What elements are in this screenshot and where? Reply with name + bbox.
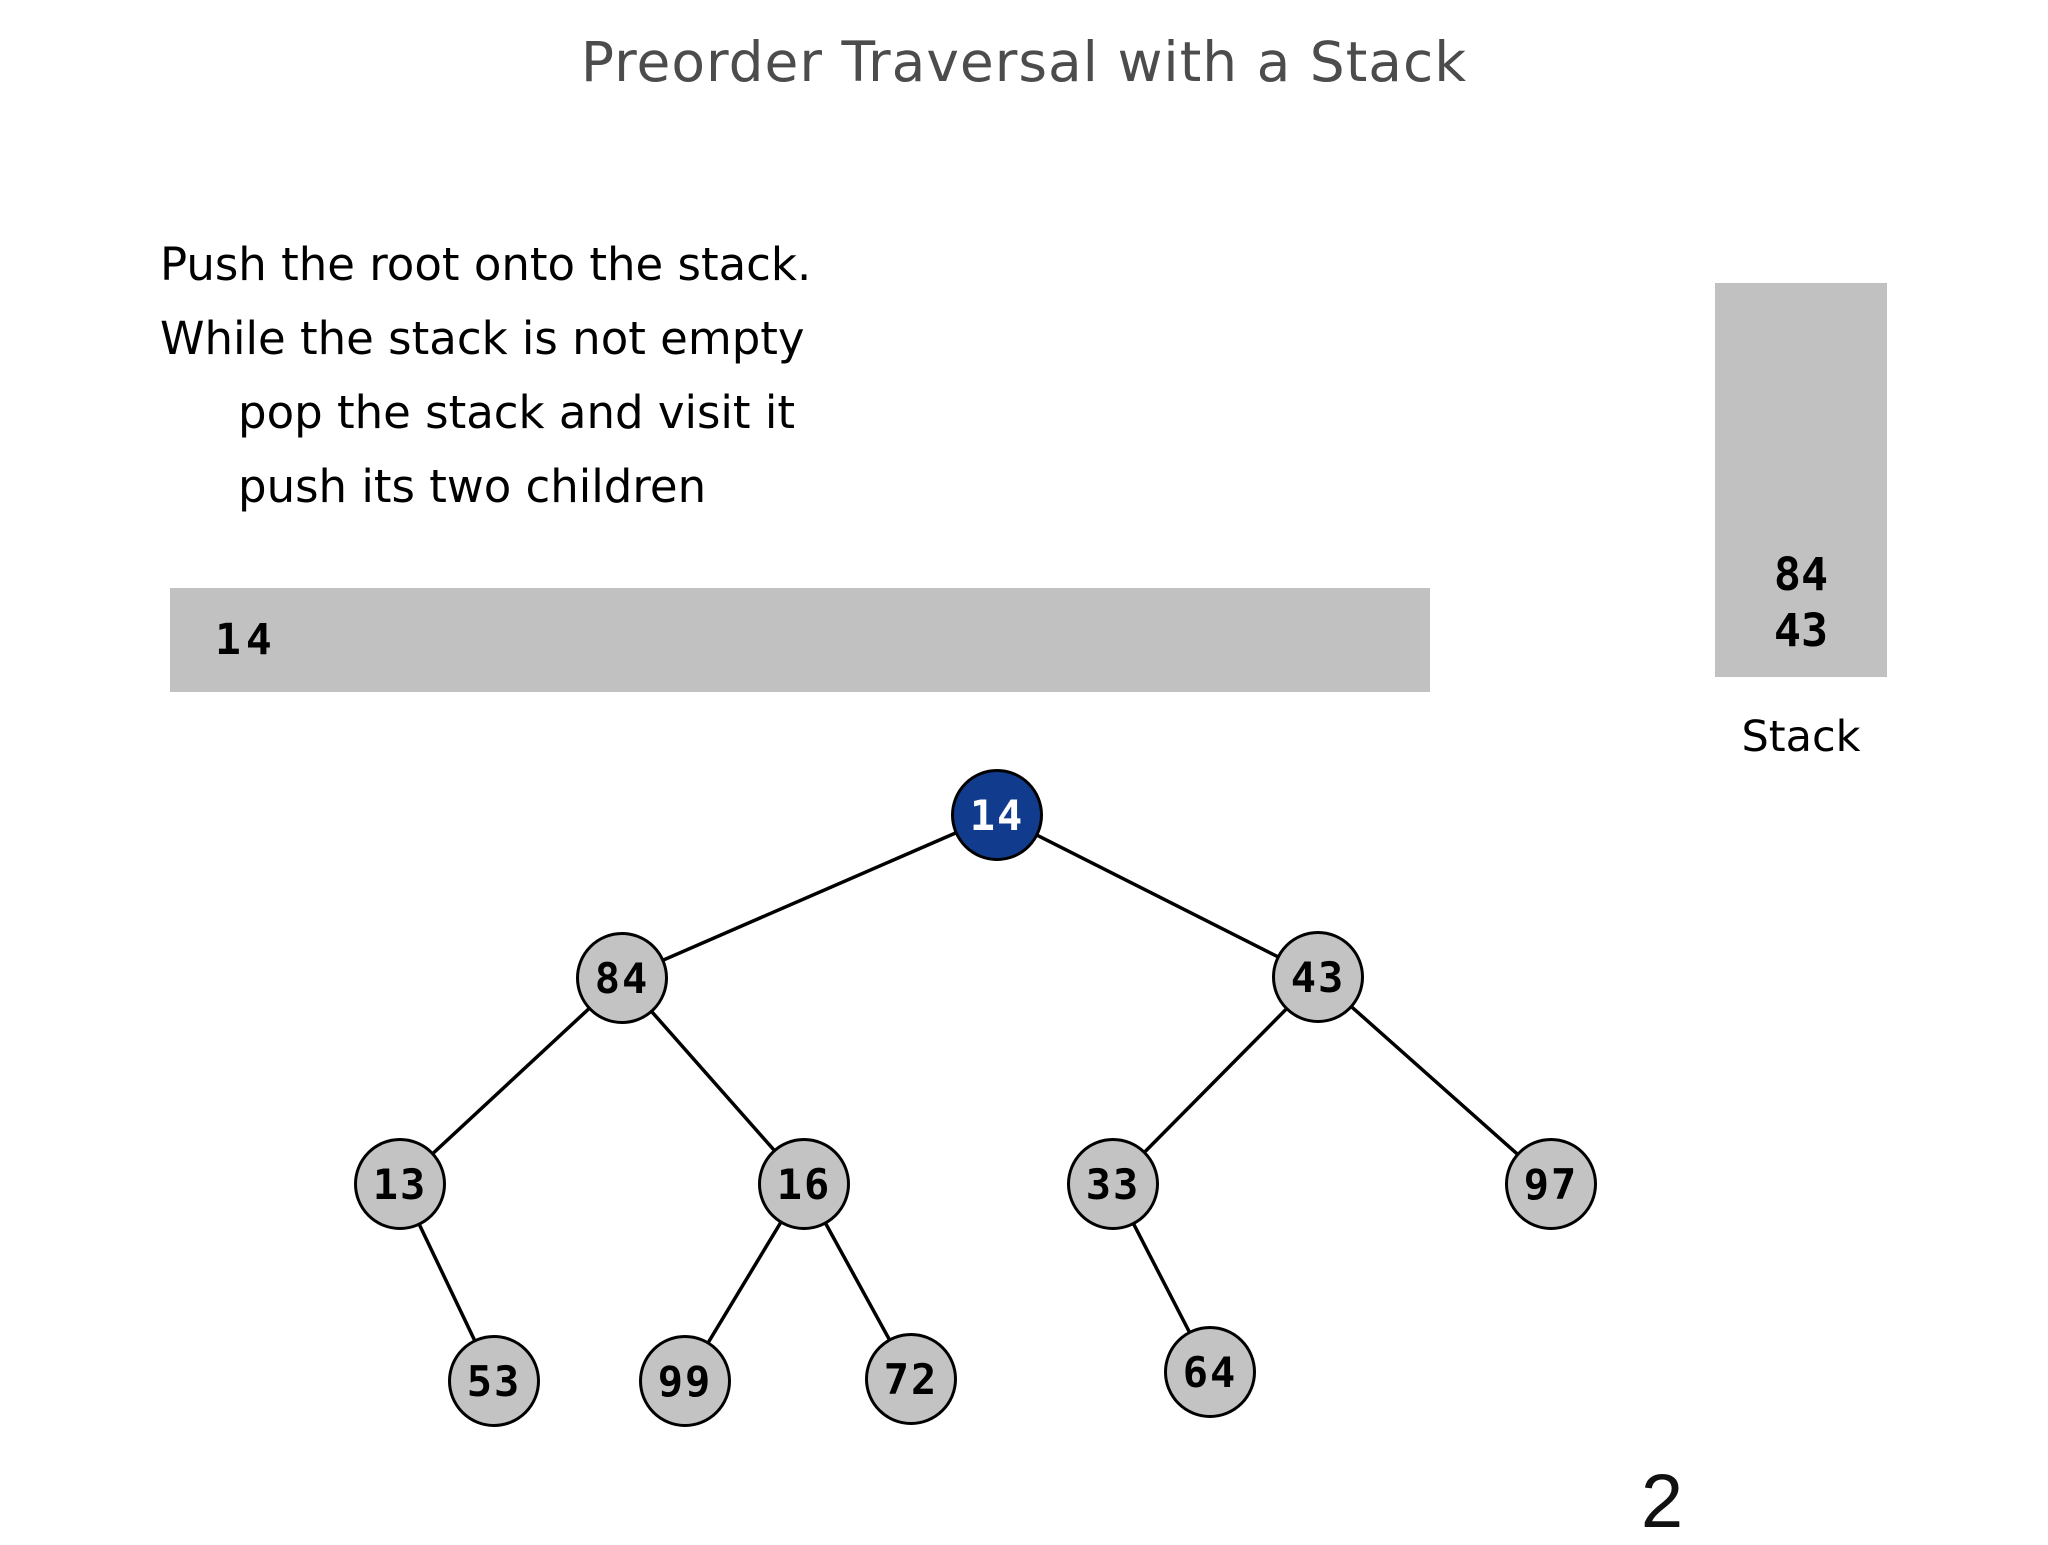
tree-node-84-value: 84: [594, 953, 650, 1003]
tree-node-72: 72: [865, 1333, 957, 1425]
tree-node-33: 33: [1067, 1138, 1159, 1230]
tree-node-97: 97: [1505, 1138, 1597, 1230]
tree-node-43-value: 43: [1290, 952, 1346, 1002]
tree-node-53: 53: [448, 1335, 540, 1427]
tree-node-13: 13: [354, 1138, 446, 1230]
stack-item: 84: [1773, 548, 1829, 601]
tree-node-53-value: 53: [466, 1356, 522, 1406]
stack-item: 43: [1773, 604, 1829, 657]
tree-node-13-value: 13: [372, 1159, 428, 1209]
tree-node-33-value: 33: [1085, 1159, 1141, 1209]
tree-node-97-value: 97: [1523, 1159, 1579, 1209]
tree-node-14-value: 14: [969, 790, 1025, 840]
algorithm-line-3: pop the stack and visit it: [238, 386, 796, 439]
page-number: 2: [1640, 1459, 1684, 1544]
tree-edge-43-97: [1316, 975, 1553, 1186]
tree-edge-14-84: [621, 813, 998, 980]
tree-edge-84-13: [398, 976, 624, 1186]
visited-list-bar: 14: [170, 588, 1430, 692]
tree-node-64: 64: [1164, 1326, 1256, 1418]
tree-node-43: 43: [1272, 931, 1364, 1023]
tree-node-99-value: 99: [657, 1356, 713, 1406]
tree-node-16-value: 16: [776, 1159, 832, 1209]
tree-node-64-value: 64: [1182, 1347, 1238, 1397]
visited-value: 14: [215, 615, 277, 665]
stack-panel: 84 43: [1715, 283, 1887, 677]
tree-node-14: 14: [951, 769, 1043, 861]
tree-node-72-value: 72: [883, 1354, 939, 1404]
algorithm-pseudocode: Push the root onto the stack. While the …: [160, 228, 811, 524]
algorithm-line-1: Push the root onto the stack.: [160, 238, 812, 291]
tree-node-84: 84: [576, 932, 668, 1024]
algorithm-line-2: While the stack is not empty: [160, 312, 805, 365]
algorithm-line-4: push its two children: [238, 460, 707, 513]
tree-edge-14-43: [996, 813, 1319, 979]
slide-title: Preorder Traversal with a Stack: [580, 30, 1468, 94]
stack-label: Stack: [1741, 712, 1861, 762]
tree-edge-43-33: [1111, 975, 1320, 1186]
tree-node-16: 16: [758, 1138, 850, 1230]
tree-node-99: 99: [639, 1335, 731, 1427]
